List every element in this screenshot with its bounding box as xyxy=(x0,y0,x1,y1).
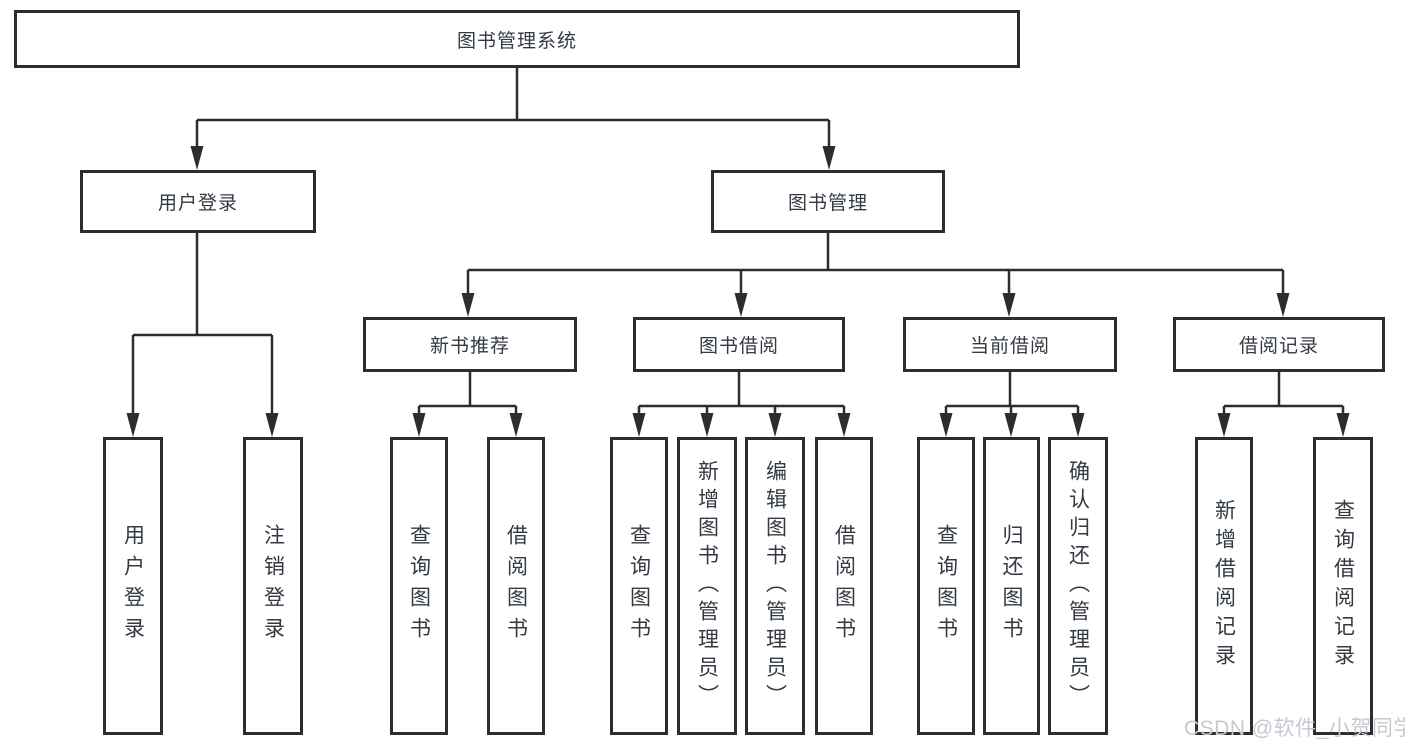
node-book-management-label: 图书管理 xyxy=(787,193,868,214)
leaf-logout: 注销登录 xyxy=(243,437,303,735)
leaf-edit-books-admin-label: 编辑图书（管理员） xyxy=(763,460,787,712)
leaf-rec-query-books: 查询图书 xyxy=(390,437,448,735)
node-root: 图书管理系统 xyxy=(14,10,1020,68)
node-book-management: 图书管理 xyxy=(711,170,945,233)
node-book-borrow-label: 图书借阅 xyxy=(698,336,779,357)
leaf-borrow-query-books: 查询图书 xyxy=(610,437,668,735)
leaf-confirm-return-admin-label: 确认归还（管理员） xyxy=(1066,460,1090,712)
leaf-confirm-return-admin: 确认归还（管理员） xyxy=(1048,437,1108,735)
leaf-borrow-books-label: 借阅图书 xyxy=(832,524,856,648)
node-user-login-label: 用户登录 xyxy=(157,193,238,214)
leaf-add-books-admin: 新增图书（管理员） xyxy=(677,437,737,735)
node-borrow-records-label: 借阅记录 xyxy=(1238,336,1319,357)
leaf-current-query-books-label: 查询图书 xyxy=(934,524,958,648)
leaf-add-books-admin-label: 新增图书（管理员） xyxy=(695,460,719,712)
leaf-edit-books-admin: 编辑图书（管理员） xyxy=(745,437,805,735)
leaf-rec-borrow-books-label: 借阅图书 xyxy=(504,524,528,648)
node-user-login: 用户登录 xyxy=(80,170,316,233)
leaf-borrow-query-books-label: 查询图书 xyxy=(627,524,651,648)
leaf-query-borrow-record: 查询借阅记录 xyxy=(1313,437,1373,735)
node-borrow-records: 借阅记录 xyxy=(1173,317,1385,372)
leaf-rec-query-books-label: 查询图书 xyxy=(407,524,431,648)
node-current-borrow: 当前借阅 xyxy=(903,317,1117,372)
leaf-logout-label: 注销登录 xyxy=(261,524,285,648)
csdn-watermark: CSDN @软件_小贺同学 xyxy=(1184,717,1405,740)
leaf-user-login-label: 用户登录 xyxy=(121,524,145,648)
leaf-query-borrow-record-label: 查询借阅记录 xyxy=(1331,499,1355,673)
leaf-current-query-books: 查询图书 xyxy=(917,437,975,735)
leaf-return-books: 归还图书 xyxy=(983,437,1040,735)
node-book-borrow: 图书借阅 xyxy=(633,317,845,372)
node-root-label: 图书管理系统 xyxy=(456,30,577,52)
leaf-rec-borrow-books: 借阅图书 xyxy=(487,437,545,735)
leaf-return-books-label: 归还图书 xyxy=(1000,524,1023,648)
node-new-book-recommend: 新书推荐 xyxy=(363,317,577,372)
node-new-book-recommend-label: 新书推荐 xyxy=(429,336,510,357)
leaf-add-borrow-record-label: 新增借阅记录 xyxy=(1212,499,1236,673)
leaf-user-login: 用户登录 xyxy=(103,437,163,735)
leaf-add-borrow-record: 新增借阅记录 xyxy=(1195,437,1253,735)
arrowheads xyxy=(126,146,1350,437)
node-current-borrow-label: 当前借阅 xyxy=(969,336,1050,357)
leaf-borrow-books: 借阅图书 xyxy=(815,437,873,735)
